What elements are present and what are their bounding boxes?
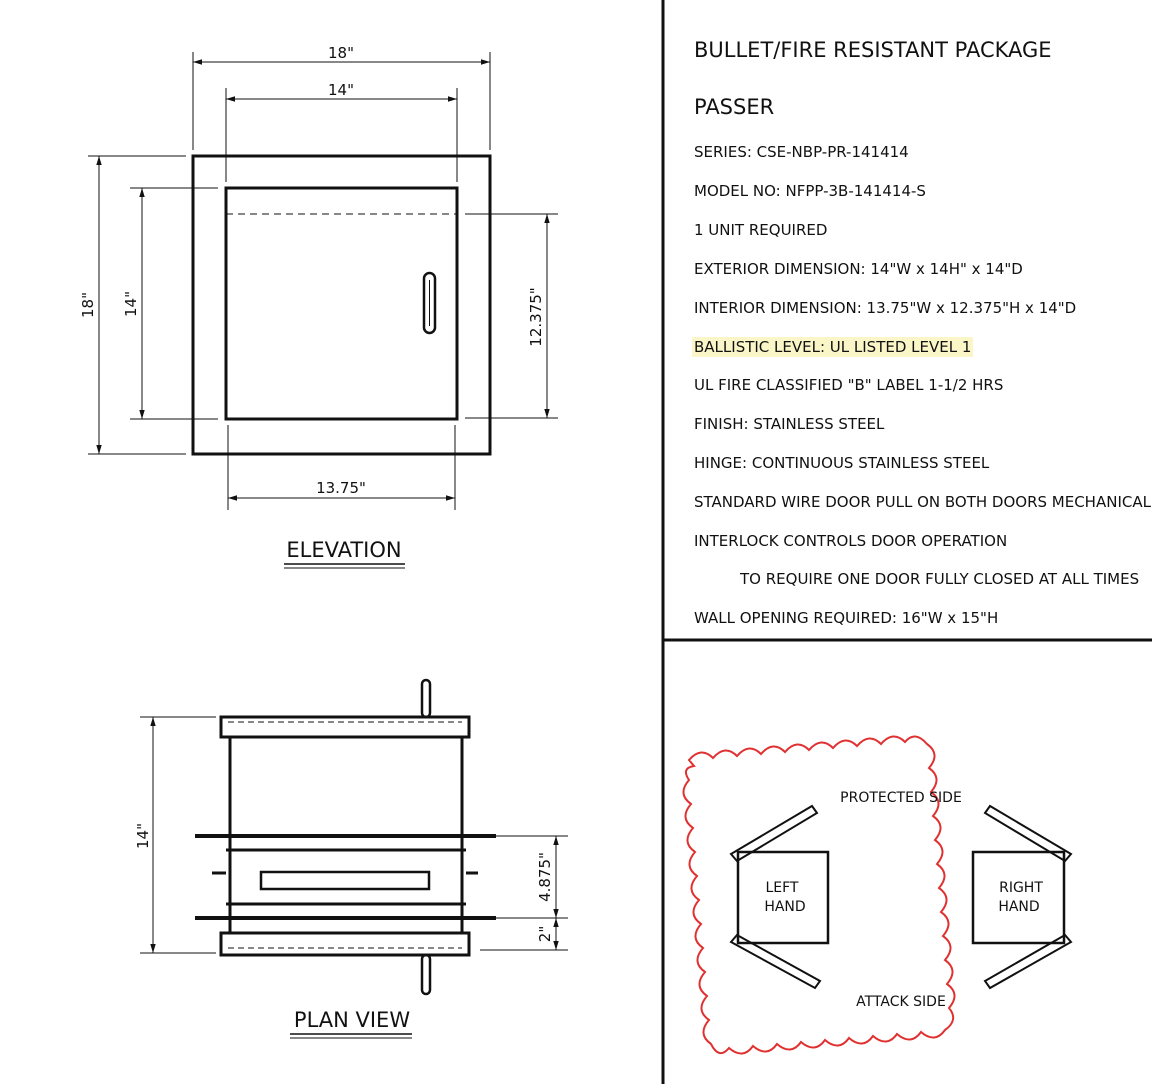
right-hand-door-lower xyxy=(983,933,1073,990)
package-title: BULLET/FIRE RESISTANT PACKAGE xyxy=(694,38,1052,62)
dim-plan-flange: 2" xyxy=(536,926,554,942)
spec-interlock-note: TO REQUIRE ONE DOOR FULLY CLOSED AT ALL … xyxy=(740,570,1140,588)
right-hand-label-line1: RIGHT xyxy=(999,880,1043,896)
left-hand-door-lower xyxy=(729,933,822,990)
spec-ballistic-level: BALLISTIC LEVEL: UL LISTED LEVEL 1 xyxy=(692,337,974,357)
left-hand-label-line2: HAND xyxy=(764,899,805,915)
spec-wall-opening: WALL OPENING REQUIRED: 16"W x 15"H xyxy=(694,609,999,627)
dim-plan-offset: 4.875" xyxy=(536,852,554,902)
plan-rear-flange xyxy=(219,931,471,957)
spec-hinge: HINGE: CONTINUOUS STAINLESS STEEL xyxy=(694,454,990,472)
plan-interlock-slot xyxy=(259,870,431,891)
door-pull-handle xyxy=(422,271,437,335)
spec-door-pull: STANDARD WIRE DOOR PULL ON BOTH DOORS ME… xyxy=(694,493,1151,511)
dim-inner-width: 14" xyxy=(328,81,354,99)
left-hand-unit xyxy=(729,804,830,990)
spec-finish: FINISH: STAINLESS STEEL xyxy=(694,415,885,433)
dim-plan-depth: 14" xyxy=(134,823,152,849)
spec-series: SERIES: CSE-NBP-PR-141414 xyxy=(694,143,909,161)
spec-interlock: INTERLOCK CONTROLS DOOR OPERATION xyxy=(694,532,1008,550)
right-hand-unit xyxy=(971,804,1073,990)
dim-interior-width: 13.75" xyxy=(316,479,366,497)
elevation-label: ELEVATION xyxy=(286,538,401,562)
dim-outer-width: 18" xyxy=(328,44,354,62)
revision-cloud xyxy=(682,735,956,1055)
elevation-view: 18" 14" 18" 14" 12.375" 13.75" ELEVATION xyxy=(79,44,558,569)
right-hand-label-line2: HAND xyxy=(998,899,1039,915)
protected-side-label: PROTECTED SIDE xyxy=(840,790,962,806)
plan-view-label: PLAN VIEW xyxy=(294,1008,410,1032)
package-subtitle: PASSER xyxy=(694,95,775,119)
right-hand-box xyxy=(971,850,1066,945)
plan-rear-pull xyxy=(420,953,432,996)
spec-fire-classification: UL FIRE CLASSIFIED "B" LABEL 1-1/2 HRS xyxy=(694,376,1004,394)
spec-model-no: MODEL NO: NFPP-3B-141414-S xyxy=(694,182,926,200)
elevation-outer-frame xyxy=(191,154,492,456)
left-hand-label-line1: LEFT xyxy=(765,880,798,896)
plan-view xyxy=(140,678,568,996)
dim-outer-height: 18" xyxy=(79,292,97,318)
elevation-door xyxy=(224,186,459,421)
left-hand-door-upper xyxy=(729,804,819,863)
plan-dimension-lines xyxy=(150,717,559,953)
right-hand-door-upper xyxy=(983,804,1073,863)
dim-inner-height: 14" xyxy=(122,291,140,317)
plan-front-pull xyxy=(420,678,432,719)
elevation-dimension-lines xyxy=(96,59,550,501)
plan-front-flange xyxy=(219,715,471,739)
attack-side-label: ATTACK SIDE xyxy=(856,994,946,1010)
spec-interior-dimension: INTERIOR DIMENSION: 13.75"W x 12.375"H x… xyxy=(694,299,1077,317)
spec-units-required: 1 UNIT REQUIRED xyxy=(694,221,828,239)
spec-exterior-dimension: EXTERIOR DIMENSION: 14"W x 14H" x 14"D xyxy=(694,260,1023,278)
left-hand-box xyxy=(736,850,830,945)
elevation-extension-lines xyxy=(88,52,558,510)
dim-interior-height: 12.375" xyxy=(527,287,545,346)
